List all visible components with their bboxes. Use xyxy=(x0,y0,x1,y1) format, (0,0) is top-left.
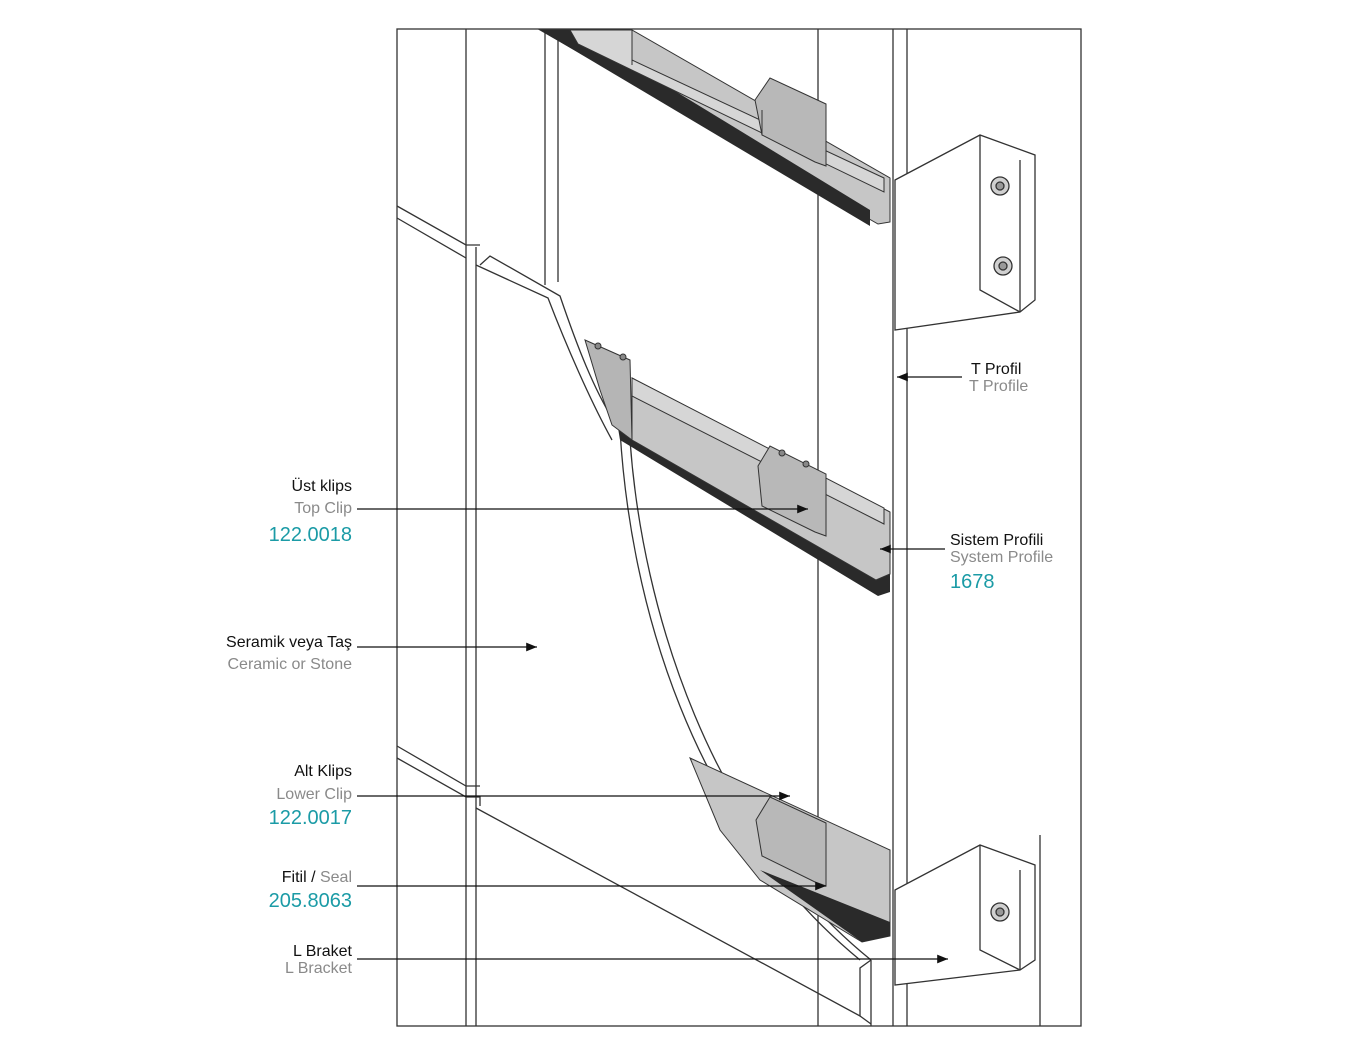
top-clip-label-en: Top Clip xyxy=(294,500,352,517)
drawing-frame xyxy=(396,28,1082,1027)
top-clip-code: 122.0018 xyxy=(268,524,352,546)
lower-clip-code: 122.0017 xyxy=(268,807,352,829)
seal-code: 205.8063 xyxy=(268,890,352,912)
t-profile-label-en: T Profile xyxy=(969,378,1029,395)
seal-label-tr: Fitil xyxy=(281,869,307,886)
l-bracket-label-tr: L Braket xyxy=(293,943,352,960)
leader-lines xyxy=(357,372,962,964)
middle-system-profile xyxy=(584,339,891,596)
ceramic-label-tr: Seramik veya Taş xyxy=(226,634,352,651)
seal-label: Fitil / Seal xyxy=(282,870,352,886)
lower-clip-label-tr: Alt Klips xyxy=(294,763,352,780)
l-bracket-label-en: L Bracket xyxy=(285,960,352,977)
system-profile-label-tr: Sistem Profili xyxy=(950,532,1044,549)
upper-system-profile xyxy=(538,29,891,226)
seal-label-sep: / xyxy=(306,869,320,886)
ceramic-label-en: Ceramic or Stone xyxy=(227,656,353,673)
system-profile-label-en: System Profile xyxy=(950,549,1054,566)
top-clip-label-tr: Üst klips xyxy=(291,478,352,495)
lower-system-profile xyxy=(689,757,891,943)
seal-label-en: Seal xyxy=(319,869,352,886)
system-profile-code: 1678 xyxy=(950,571,995,593)
t-profile-label-tr: T Profil xyxy=(971,361,1022,378)
lower-l-bracket xyxy=(894,835,1041,1026)
upper-l-bracket xyxy=(894,134,1036,331)
lower-clip-label-en: Lower Clip xyxy=(276,786,352,803)
